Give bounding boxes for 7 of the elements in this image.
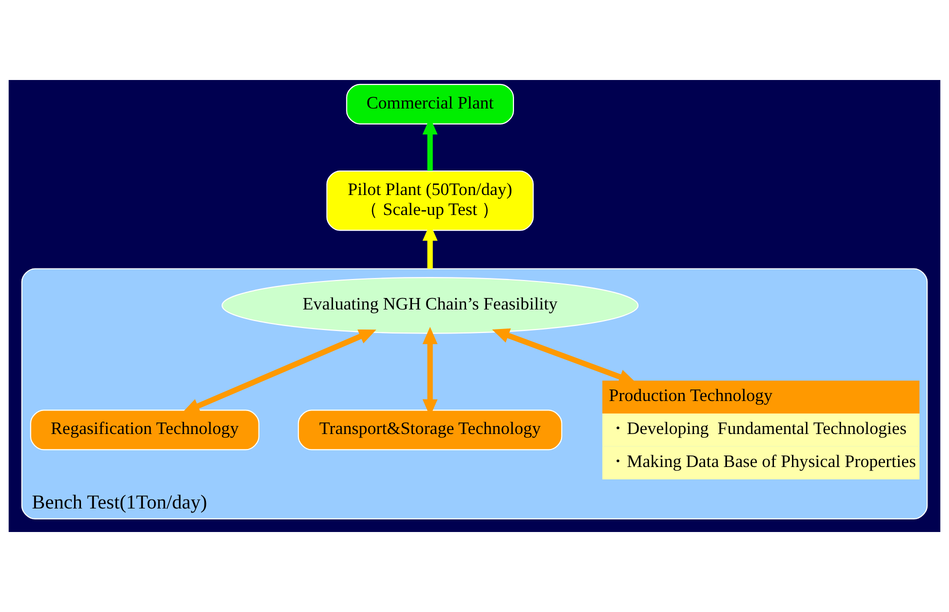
node-ellipse: Evaluating NGH Chain’s Feasibility — [222, 277, 639, 334]
arrow — [492, 328, 636, 384]
arrow — [182, 329, 376, 413]
node-box: Transport&Storage Technology — [298, 410, 562, 450]
node-box: Pilot Plant (50Ton/day) （ Scale-up Test ） — [326, 170, 534, 231]
node-box: Commercial Plant — [346, 84, 514, 124]
node-box: Regasification Technology — [30, 410, 260, 450]
